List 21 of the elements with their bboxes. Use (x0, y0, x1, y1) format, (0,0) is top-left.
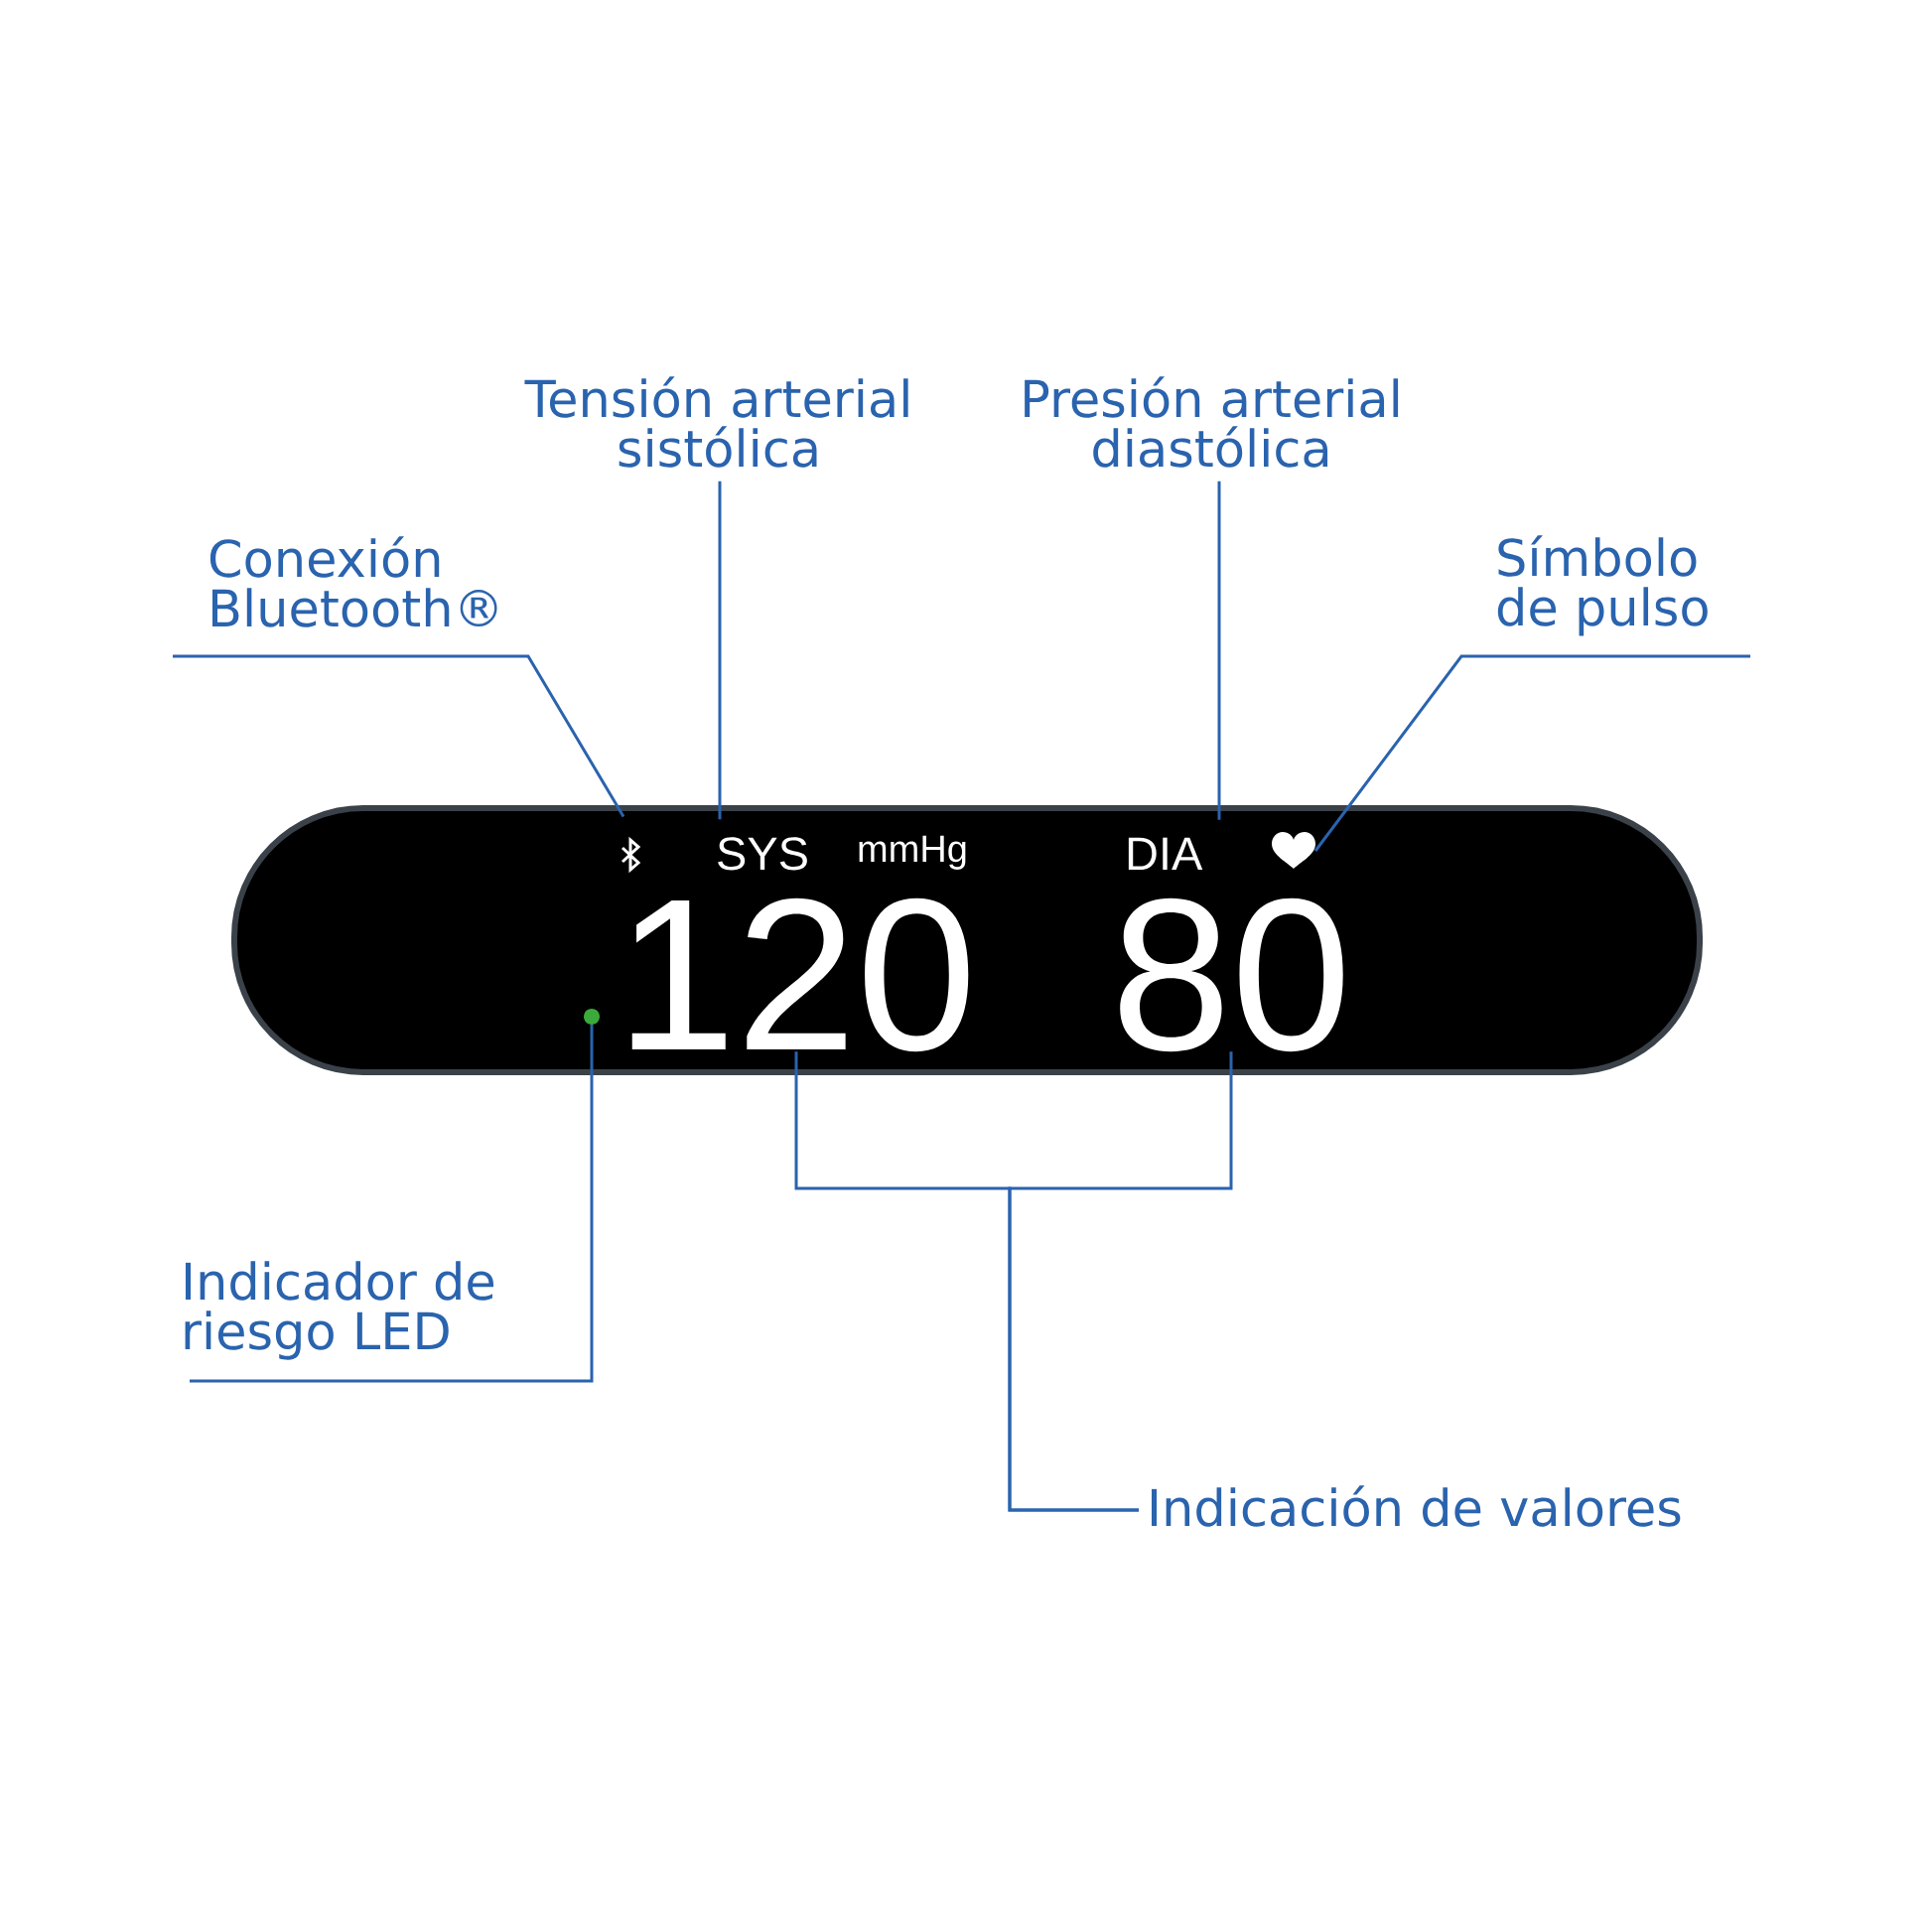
leader-line (190, 1025, 594, 1383)
leader-line (1217, 481, 1221, 820)
reading-digits: 80 (1120, 897, 1343, 1052)
leader-line (1008, 1051, 1233, 1512)
screen-label: SYS (718, 837, 807, 871)
callout-label: Símbolo de pulso (1497, 535, 1708, 636)
unit-label: mmHg (859, 835, 966, 870)
callout-label: Tensión arterial sistólica (524, 376, 908, 468)
screen-label: DIA (1128, 837, 1203, 870)
bluetooth-icon (621, 836, 641, 874)
reading-digits: 120 (631, 897, 969, 1052)
led-dot (584, 1009, 600, 1025)
leader-line (718, 481, 722, 820)
callout-label: Presión arterial diastólica (1025, 376, 1399, 468)
callout-label: Conexión Bluetooth® (209, 536, 497, 627)
callout-label: Indicación de valores (1152, 1485, 1681, 1527)
heart-icon (1272, 832, 1315, 869)
callout-label: Indicador de riesgo LED (185, 1261, 494, 1360)
leader-line (173, 654, 625, 818)
leader-line (1313, 654, 1750, 852)
display-screen (231, 805, 1704, 1075)
